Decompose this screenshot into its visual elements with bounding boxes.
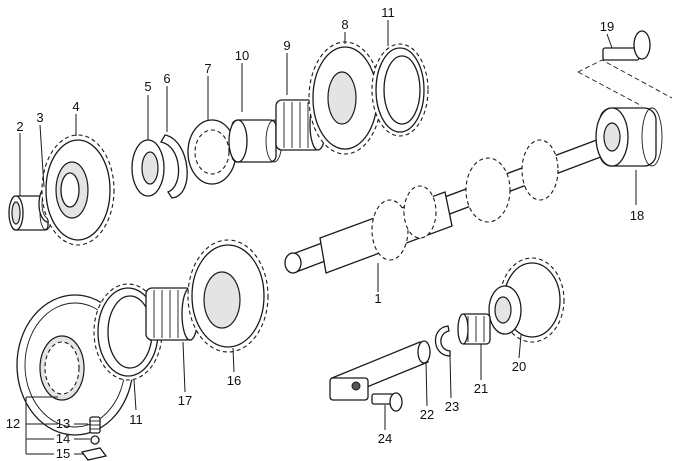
callout-8: 8 <box>341 17 348 32</box>
callout-1: 1 <box>374 291 381 306</box>
callout-11-lower: 11 <box>129 412 143 427</box>
part-24-screw <box>371 392 403 412</box>
part-14-ball <box>90 435 100 445</box>
callout-10: 10 <box>235 48 249 63</box>
part-10-sleeve <box>228 119 283 163</box>
callout-12: 12 <box>6 416 20 431</box>
callout-24: 24 <box>378 431 392 446</box>
part-22-shaft <box>329 340 431 401</box>
part-11-synchro-ring-lower <box>93 283 163 381</box>
part-15-plate <box>80 447 108 461</box>
callout-22: 22 <box>420 407 434 422</box>
callout-11-upper: 11 <box>381 5 395 20</box>
part-5-thrust-washer <box>131 139 165 197</box>
callout-18: 18 <box>630 208 644 223</box>
alignment-dash-line <box>577 59 673 99</box>
part-16-gear <box>187 239 269 353</box>
callout-15: 15 <box>56 446 70 461</box>
callout-3: 3 <box>36 110 43 125</box>
callout-16: 16 <box>227 373 241 388</box>
callout-5: 5 <box>144 79 151 94</box>
callout-13: 13 <box>56 416 70 431</box>
callout-21: 21 <box>474 381 488 396</box>
callout-7: 7 <box>204 61 211 76</box>
callout-9: 9 <box>283 38 290 53</box>
part-1-main-shaft <box>284 134 615 274</box>
part-13-spring <box>89 416 101 434</box>
part-23-circlip <box>434 325 451 357</box>
part-19-bolt <box>602 30 651 61</box>
callout-17: 17 <box>178 393 192 408</box>
callout-6: 6 <box>163 71 170 86</box>
part-11-synchro-ring-upper <box>371 43 429 137</box>
part-6-ring <box>159 134 188 199</box>
part-4-gear <box>41 134 115 246</box>
part-20-gear <box>488 257 565 343</box>
leader-lines <box>19 20 637 455</box>
callout-4: 4 <box>72 99 79 114</box>
callout-23: 23 <box>445 399 459 414</box>
part-18-bearing <box>595 107 663 167</box>
part-8-gear <box>308 41 382 155</box>
callout-20: 20 <box>512 359 526 374</box>
part-21-needle-bearing <box>457 313 491 345</box>
callout-2: 2 <box>16 119 23 134</box>
callout-19: 19 <box>600 19 614 34</box>
callout-14: 14 <box>56 431 70 446</box>
part-7-splined-hub <box>187 119 237 185</box>
